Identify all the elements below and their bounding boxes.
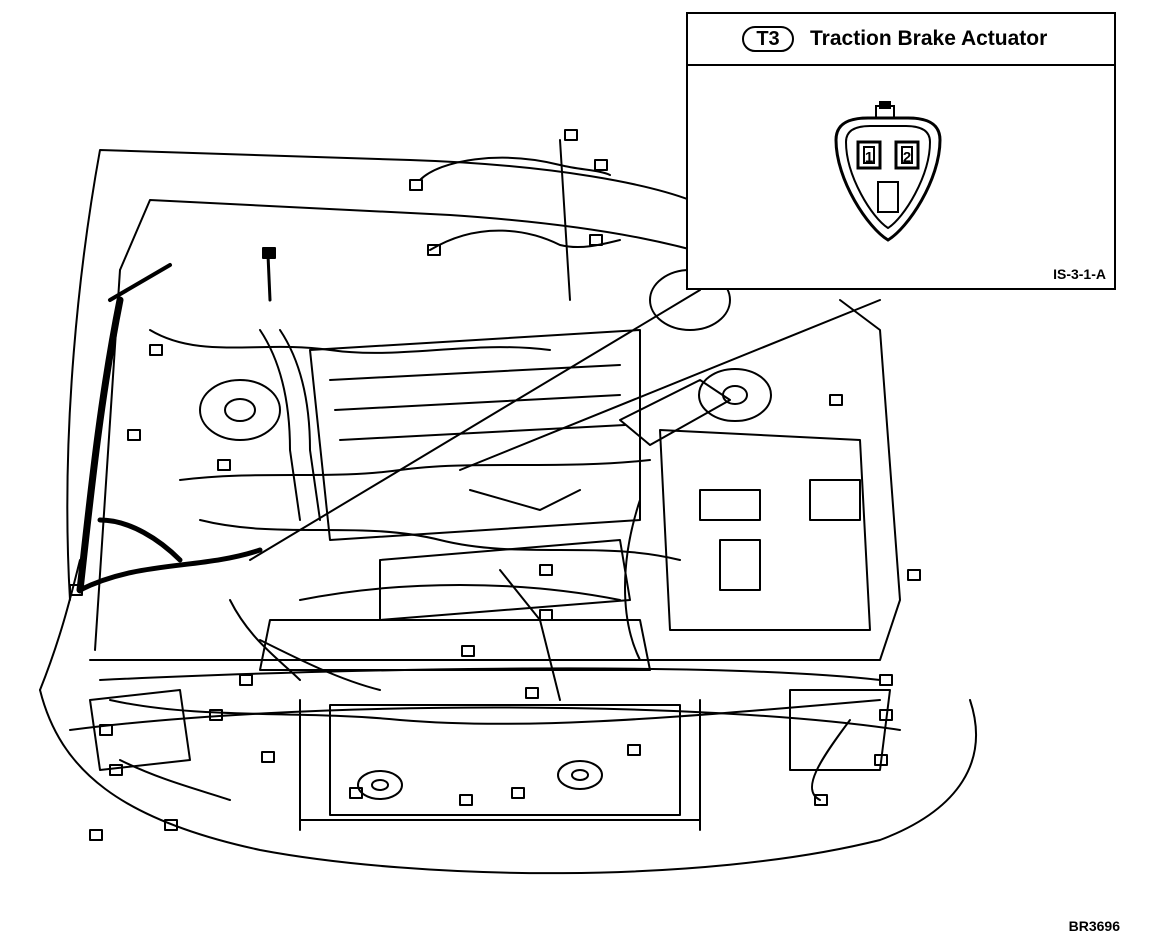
figure-code: BR3696	[1068, 918, 1120, 934]
pin-2-label: 2	[903, 149, 911, 166]
connector-callout: T3 Traction Brake Actuator 1 2 IS-3-1-A	[686, 12, 1116, 290]
pin-1-label: 1	[865, 149, 873, 166]
connector-name: Traction Brake Actuator	[810, 27, 1048, 50]
callout-header: T3 Traction Brake Actuator	[688, 14, 1114, 66]
connector-reference: IS-3-1-A	[1053, 266, 1106, 282]
connector-face-drawing: 1 2	[834, 101, 942, 242]
connector-code-badge: T3	[742, 26, 794, 52]
